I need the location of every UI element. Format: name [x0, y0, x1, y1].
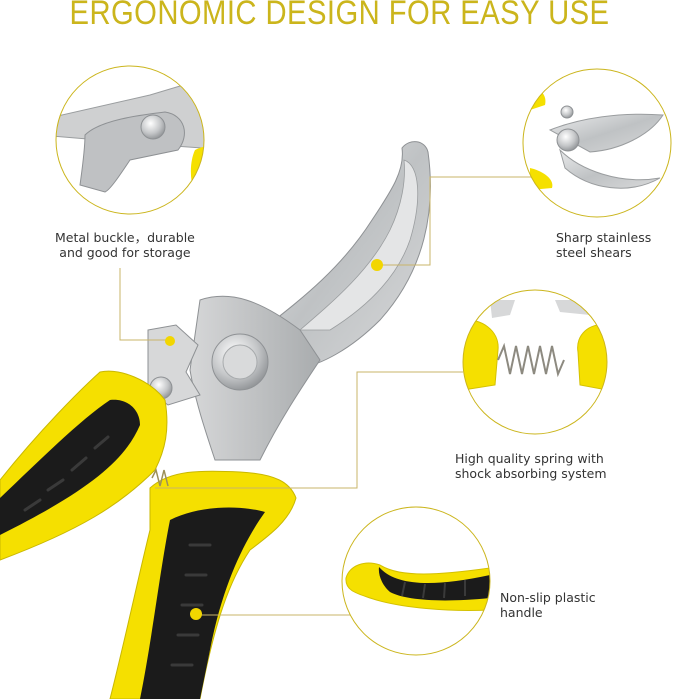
- detail-circle-spring: [462, 289, 608, 435]
- detail-circle-handle: [341, 506, 491, 656]
- detail-circle-blade: [522, 68, 672, 218]
- caption-line: Metal buckle，durable: [55, 230, 195, 245]
- marker-dots: [165, 259, 383, 620]
- connector-lines: [119, 176, 540, 616]
- caption-line: Sharp stainless: [556, 230, 652, 245]
- feature-caption-buckle: Metal buckle，durable and good for storag…: [55, 230, 195, 260]
- caption-line: handle: [500, 605, 543, 620]
- caption-line: Non-slip plastic: [500, 590, 596, 605]
- feature-caption-blade: Sharp stainless steel shears: [556, 230, 651, 260]
- caption-line: High quality spring with: [455, 451, 604, 466]
- feature-caption-spring: High quality spring with shock absorbing…: [455, 451, 607, 481]
- caption-line: shock absorbing system: [455, 466, 607, 481]
- shears-main-image: [0, 141, 431, 699]
- page-title: ERGONOMIC DESIGN FOR EASY USE: [69, 0, 610, 32]
- caption-line: steel shears: [556, 245, 632, 260]
- caption-line: and good for storage: [59, 245, 191, 260]
- detail-circle-buckle: [55, 65, 205, 215]
- feature-caption-handle: Non-slip plastic handle: [500, 590, 596, 620]
